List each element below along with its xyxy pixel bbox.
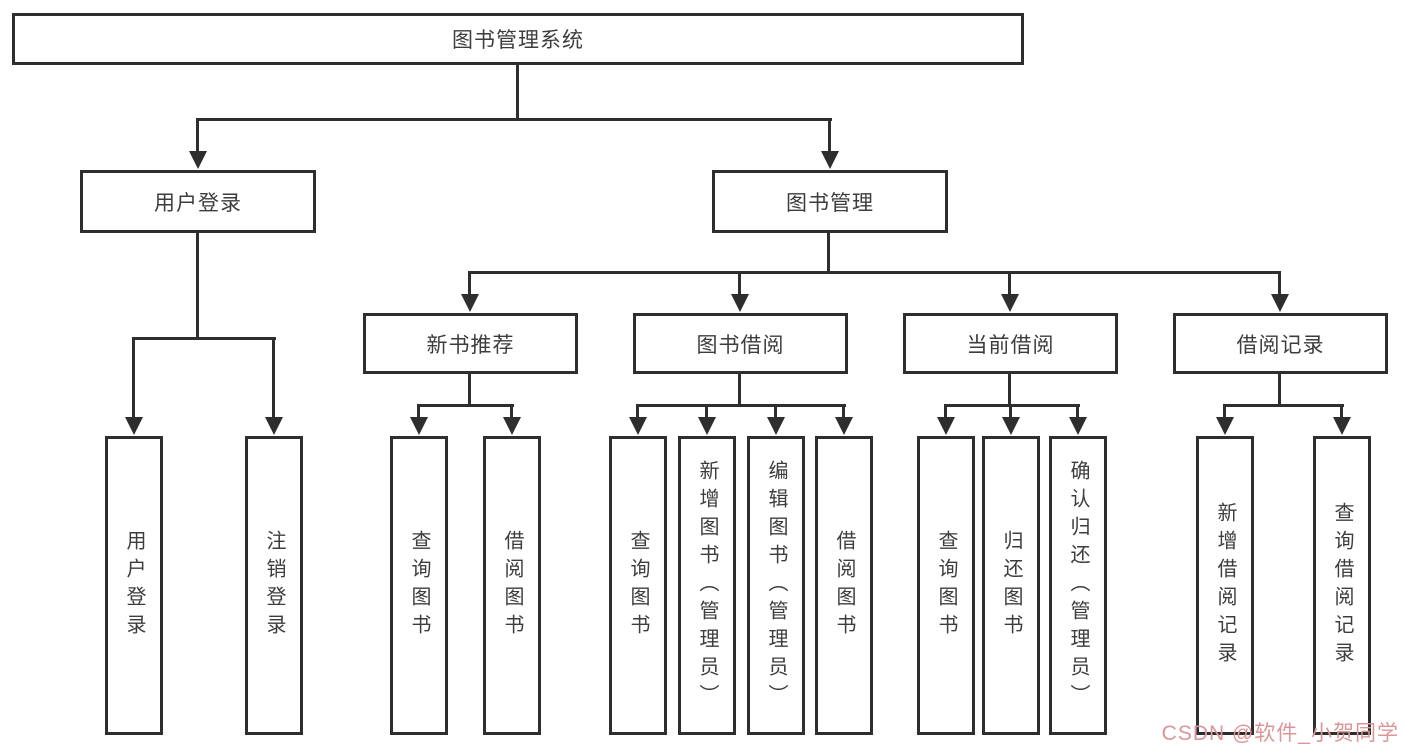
arrow-down-icon <box>503 417 521 435</box>
arrow-down-icon <box>410 417 428 435</box>
node-book-management: 图书管理 <box>712 170 948 233</box>
node-label: 用户登录 <box>154 191 242 215</box>
leaf-query-books-borrowing: 查询图书 <box>609 436 667 735</box>
node-new-book-recommendation: 新书推荐 <box>363 313 578 374</box>
leaf-confirm-return-admin: 确认归还（管理员） <box>1049 436 1107 735</box>
leaf-query-books-recommend: 查询图书 <box>390 436 448 735</box>
connector-group4-stem <box>1278 374 1281 407</box>
connector-root-stem <box>516 65 519 119</box>
arrow-down-icon <box>937 417 955 435</box>
node-current-borrowing: 当前借阅 <box>903 313 1118 374</box>
connector-group1-stem <box>468 374 471 407</box>
connector-level2-distributor <box>469 271 1281 274</box>
node-label: 当前借阅 <box>966 333 1055 357</box>
arrow-down-icon <box>1333 417 1351 435</box>
arrow-down-icon <box>629 417 647 435</box>
leaf-add-borrow-record: 新增借阅记录 <box>1196 436 1254 735</box>
arrow-down-icon <box>698 417 716 435</box>
arrow-down-icon <box>461 294 479 312</box>
connector-drop-login-leaf1 <box>132 337 135 418</box>
connector-drop-login <box>196 118 199 152</box>
arrow-down-icon <box>821 151 839 169</box>
arrow-down-icon <box>1069 417 1087 435</box>
arrow-down-icon <box>731 294 749 312</box>
connector-drop <box>1009 404 1012 419</box>
connector-group3-stem <box>1008 374 1011 407</box>
arrow-down-icon <box>1271 294 1289 312</box>
connector-group2-distributor <box>636 404 846 407</box>
arrow-down-icon <box>835 417 853 435</box>
connector-drop-login-leaf2 <box>272 337 275 418</box>
connector-drop-manage <box>828 118 831 152</box>
connector-drop <box>774 404 777 419</box>
node-book-management-system: 图书管理系统 <box>12 13 1024 65</box>
leaf-user-login: 用户登录 <box>105 436 163 735</box>
connector-group3-distributor <box>944 404 1080 407</box>
leaf-logout: 注销登录 <box>245 436 303 735</box>
node-label: 图书借阅 <box>696 333 785 357</box>
arrow-down-icon <box>189 151 207 169</box>
leaf-add-books-admin: 新增图书（管理员） <box>678 436 736 735</box>
node-label: 图书管理 <box>786 191 874 215</box>
connector-drop <box>510 404 513 419</box>
arrow-down-icon <box>1002 417 1020 435</box>
connector-drop <box>705 404 708 419</box>
connector-drop <box>636 404 639 419</box>
connector-drop-group4 <box>1278 271 1281 296</box>
node-label: 借阅记录 <box>1236 333 1325 357</box>
connector-drop <box>1340 404 1343 419</box>
leaf-edit-books-admin: 编辑图书（管理员） <box>747 436 805 735</box>
connector-drop <box>944 404 947 419</box>
connector-drop-group2 <box>738 271 741 296</box>
connector-group4-distributor <box>1223 404 1344 407</box>
csdn-watermark: CSDN @软件_小贺同学 <box>1161 722 1399 745</box>
node-borrowing-records: 借阅记录 <box>1173 313 1388 374</box>
node-label: 新书推荐 <box>426 333 515 357</box>
node-book-borrowing: 图书借阅 <box>633 313 848 374</box>
connector-drop-group3 <box>1008 271 1011 296</box>
connector-group2-stem <box>738 374 741 407</box>
arrow-down-icon <box>125 417 143 435</box>
node-label: 图书管理系统 <box>452 29 584 52</box>
node-user-login: 用户登录 <box>80 170 316 233</box>
arrow-down-icon <box>265 417 283 435</box>
connector-drop <box>417 404 420 419</box>
arrow-down-icon <box>1001 294 1019 312</box>
connector-login-stem <box>196 233 199 339</box>
leaf-return-books: 归还图书 <box>982 436 1040 735</box>
connector-manage-stem <box>827 233 830 274</box>
connector-group1-distributor <box>417 404 514 407</box>
connector-drop <box>842 404 845 419</box>
connector-drop <box>1223 404 1226 419</box>
connector-level1-distributor <box>196 118 832 121</box>
leaf-query-books-current: 查询图书 <box>917 436 975 735</box>
arrow-down-icon <box>1216 417 1234 435</box>
leaf-borrow-books-recommend: 借阅图书 <box>483 436 541 735</box>
connector-login-distributor <box>133 337 276 340</box>
connector-drop <box>1076 404 1079 419</box>
connector-drop-group1 <box>468 271 471 296</box>
leaf-borrow-books-borrowing: 借阅图书 <box>815 436 873 735</box>
arrow-down-icon <box>767 417 785 435</box>
leaf-query-borrow-record: 查询借阅记录 <box>1313 436 1371 735</box>
